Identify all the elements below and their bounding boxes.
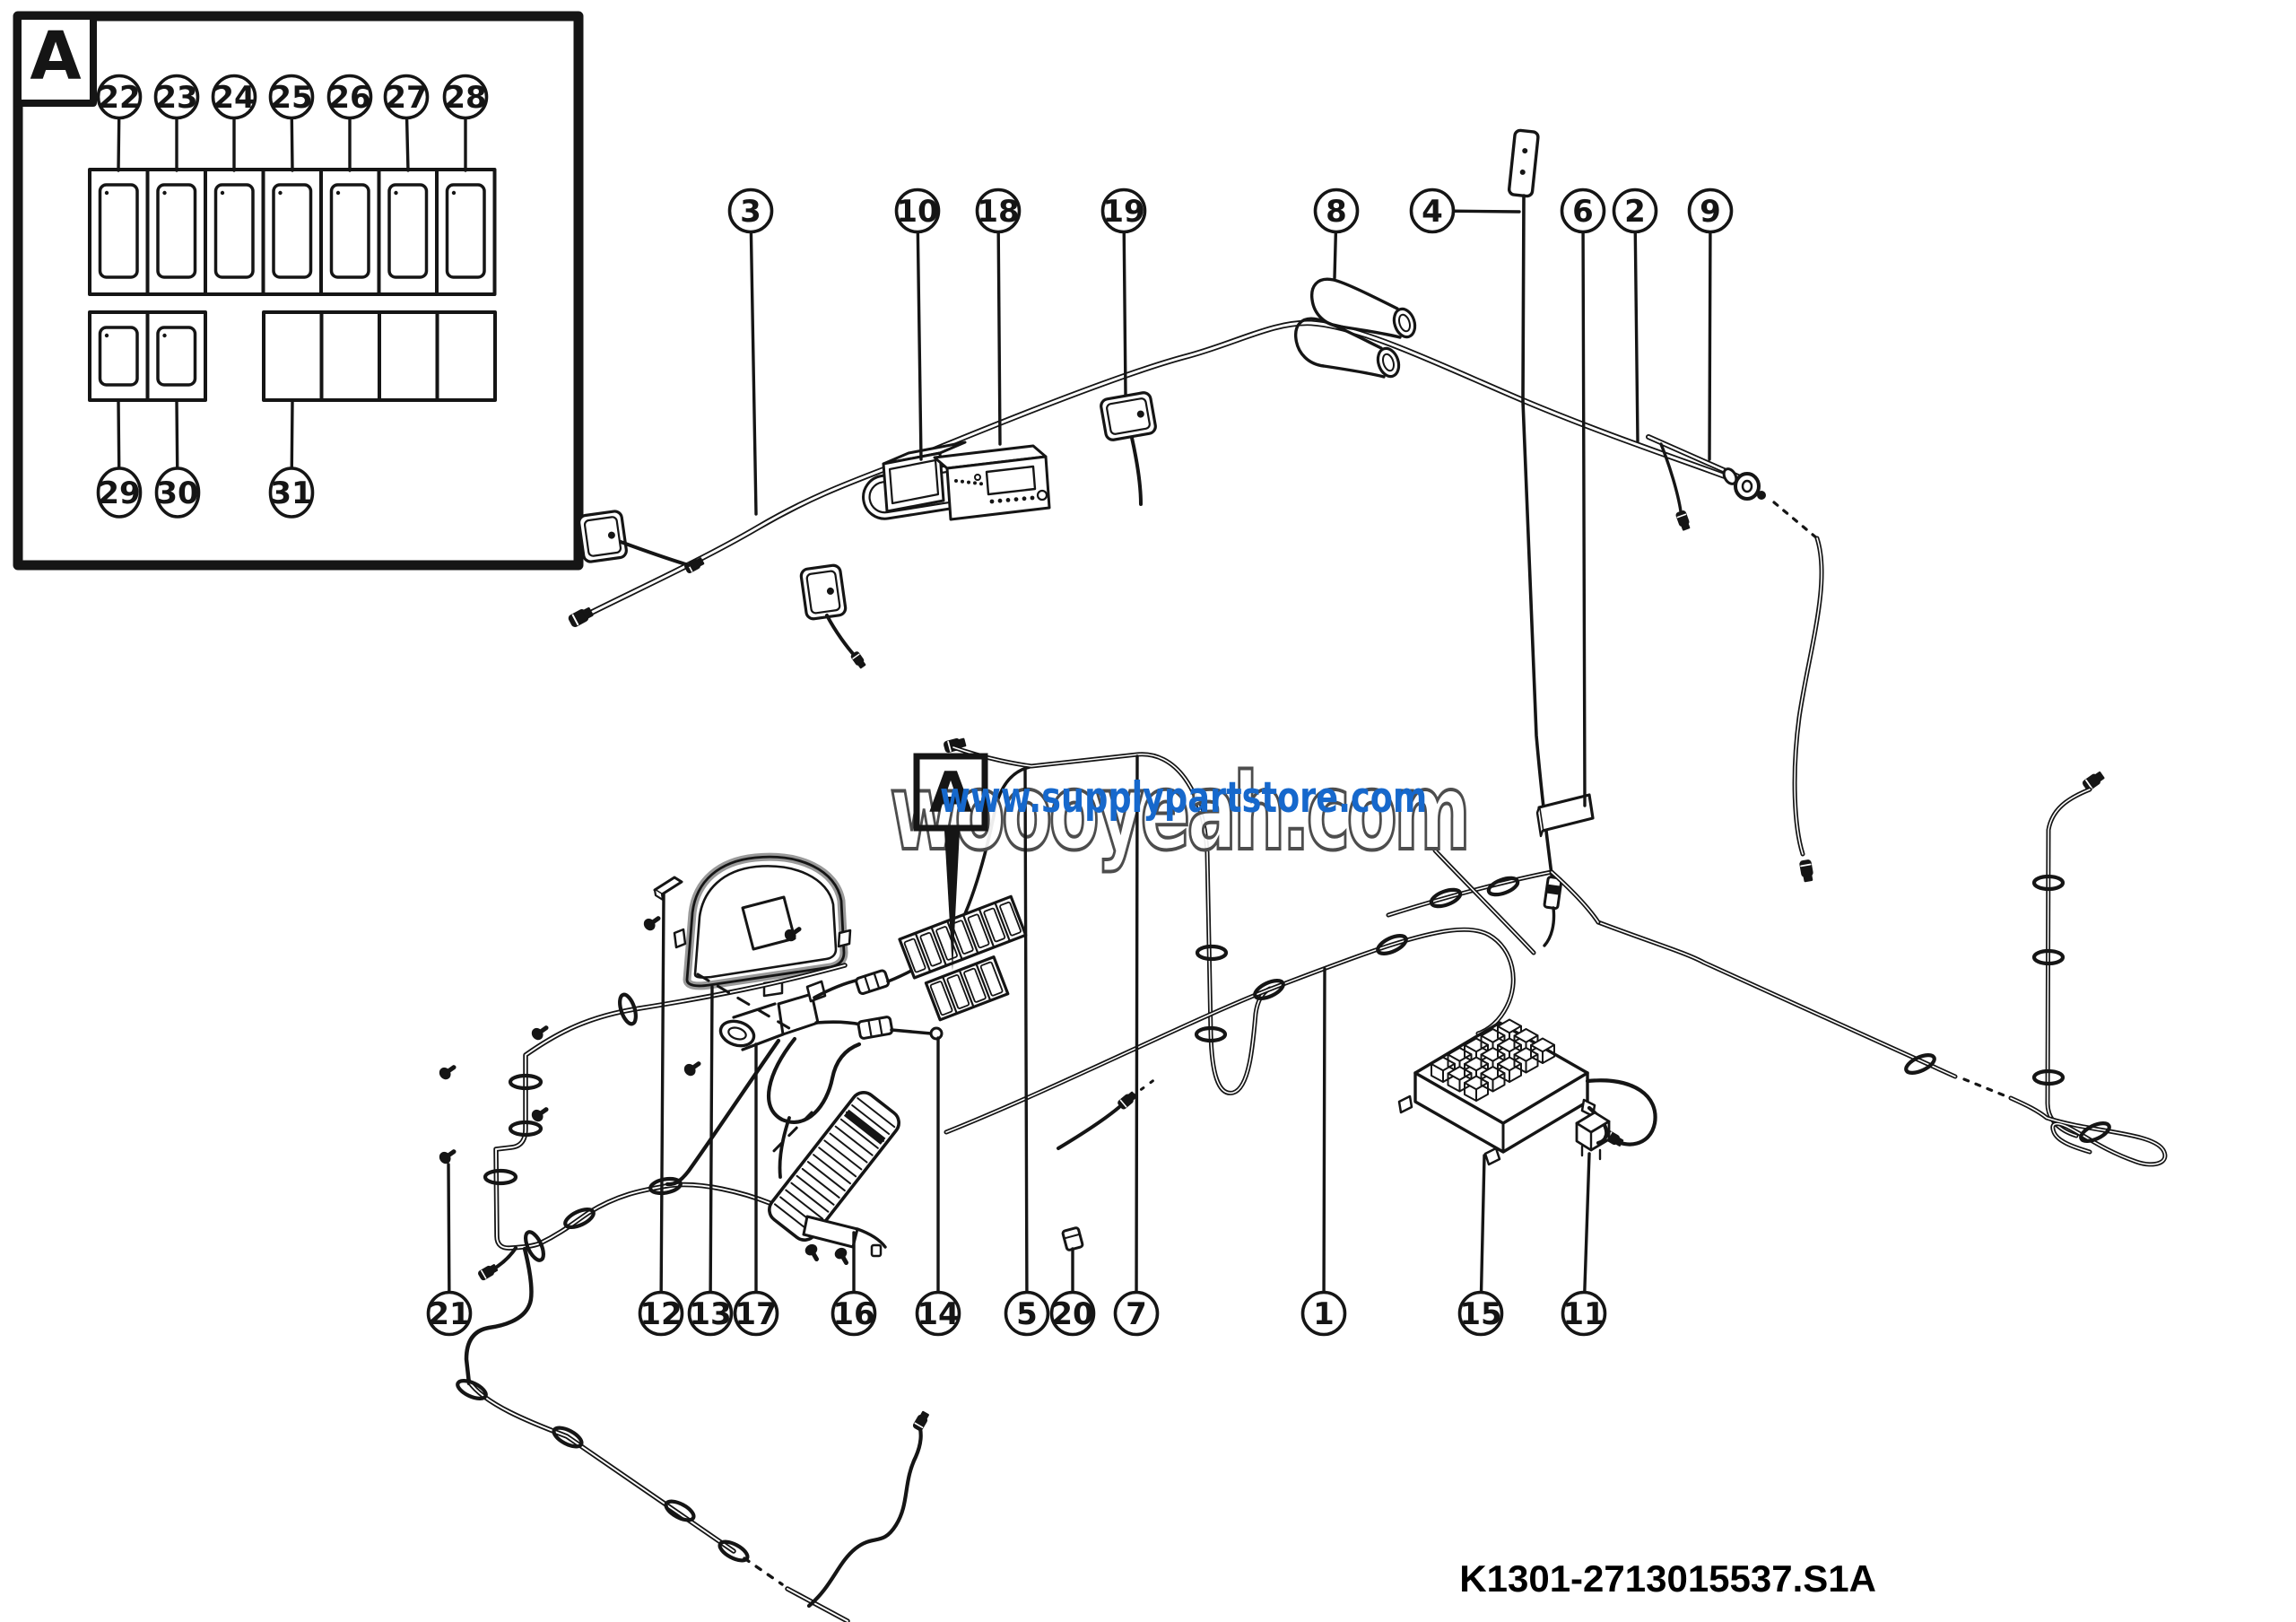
callout-30: 30 bbox=[154, 399, 201, 519]
svg-text:20: 20 bbox=[1051, 1296, 1093, 1332]
svg-text:14: 14 bbox=[917, 1296, 959, 1332]
callout-25: 25 bbox=[268, 74, 315, 172]
pointer-label: A bbox=[929, 760, 972, 825]
callout-23: 23 bbox=[153, 74, 200, 172]
svg-text:2: 2 bbox=[1624, 194, 1646, 230]
svg-text:18: 18 bbox=[977, 194, 1019, 230]
callout-21: 21 bbox=[426, 1163, 473, 1337]
svg-text:11: 11 bbox=[1562, 1296, 1605, 1332]
callout-28: 28 bbox=[442, 74, 489, 172]
svg-text:24: 24 bbox=[213, 80, 255, 116]
callout-9: 9 bbox=[1687, 187, 1734, 461]
svg-text:3: 3 bbox=[740, 194, 761, 230]
svg-text:16: 16 bbox=[832, 1296, 874, 1332]
svg-text:26: 26 bbox=[328, 80, 370, 116]
callout-19: 19 bbox=[1100, 187, 1147, 397]
callout-11: 11 bbox=[1561, 1152, 1607, 1337]
callout-7: 7 bbox=[1113, 754, 1160, 1337]
svg-text:5: 5 bbox=[1016, 1296, 1038, 1332]
svg-text:28: 28 bbox=[444, 80, 486, 116]
svg-text:8: 8 bbox=[1326, 194, 1347, 230]
svg-text:25: 25 bbox=[270, 80, 312, 116]
svg-text:30: 30 bbox=[156, 475, 198, 511]
inset-label: A bbox=[30, 18, 81, 95]
callout-2: 2 bbox=[1612, 187, 1658, 443]
callout-13: 13 bbox=[687, 985, 734, 1337]
svg-text:10: 10 bbox=[896, 194, 938, 230]
callout-5: 5 bbox=[1004, 766, 1050, 1337]
svg-text:13: 13 bbox=[689, 1296, 731, 1332]
callout-31: 31 bbox=[268, 399, 315, 519]
callout-26: 26 bbox=[326, 74, 373, 172]
svg-text:7: 7 bbox=[1126, 1296, 1147, 1332]
callout-20: 20 bbox=[1049, 1247, 1096, 1337]
callout-15: 15 bbox=[1457, 1154, 1504, 1337]
callout-3: 3 bbox=[727, 187, 774, 516]
svg-text:21: 21 bbox=[428, 1296, 470, 1332]
callout-16: 16 bbox=[831, 1231, 877, 1337]
svg-text:23: 23 bbox=[155, 80, 197, 116]
part-number: K1301-2713015537.S1A bbox=[1459, 1557, 1876, 1600]
svg-text:27: 27 bbox=[385, 80, 427, 116]
callout-18: 18 bbox=[975, 187, 1022, 446]
callout-10: 10 bbox=[894, 187, 941, 461]
svg-text:6: 6 bbox=[1572, 194, 1594, 230]
callout-14: 14 bbox=[915, 1036, 961, 1337]
callout-29: 29 bbox=[96, 399, 143, 519]
svg-text:29: 29 bbox=[98, 475, 140, 511]
callout-6: 6 bbox=[1560, 187, 1606, 807]
callout-12: 12 bbox=[638, 893, 684, 1337]
svg-text:4: 4 bbox=[1422, 194, 1443, 230]
svg-text:22: 22 bbox=[98, 80, 140, 116]
svg-text:12: 12 bbox=[639, 1296, 682, 1332]
callout-22: 22 bbox=[96, 74, 143, 172]
callout-1: 1 bbox=[1300, 967, 1347, 1337]
callout-4: 4 bbox=[1409, 187, 1521, 234]
svg-text:19: 19 bbox=[1102, 194, 1144, 230]
callout-24: 24 bbox=[211, 74, 257, 172]
callout-27: 27 bbox=[383, 74, 430, 172]
callout-8: 8 bbox=[1313, 187, 1360, 280]
svg-text:9: 9 bbox=[1700, 194, 1721, 230]
svg-text:1: 1 bbox=[1313, 1296, 1335, 1332]
svg-text:17: 17 bbox=[735, 1296, 777, 1332]
watermark-url-text: www.supplypartstore.com bbox=[940, 773, 1428, 823]
svg-text:15: 15 bbox=[1459, 1296, 1501, 1332]
callout-17: 17 bbox=[733, 1042, 779, 1337]
svg-text:31: 31 bbox=[270, 475, 312, 511]
